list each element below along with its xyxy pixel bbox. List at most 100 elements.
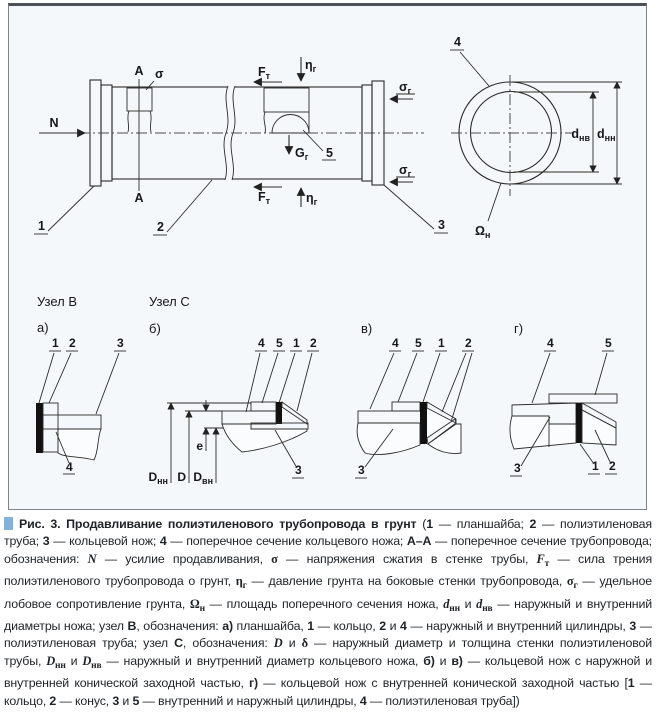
- stress-curve-left1: [127, 110, 130, 133]
- detail-a-title: а): [37, 320, 49, 335]
- detail-a-leader-3: [95, 352, 120, 415]
- leader-label-3: 3: [438, 218, 445, 232]
- detail-b-ring: [276, 402, 282, 424]
- label-sigma-g-top: σг: [399, 80, 412, 96]
- detail-b-leader-3: [274, 429, 298, 469]
- detail-b-leader-1: [278, 352, 296, 404]
- detail-v-leader-1: [422, 352, 441, 403]
- figure-caption-text: Рис. 3. Продавливание полиэтиленового тр…: [4, 517, 653, 708]
- label-force-n: N: [49, 116, 58, 130]
- detail-v-label-1: 1: [438, 336, 445, 350]
- leader-label-2: 2: [157, 220, 164, 234]
- detail-g-leader-5: [594, 352, 608, 396]
- detail-b-cone: [281, 401, 308, 425]
- detail-b-label-3: 3: [295, 463, 302, 477]
- label-sigma: σ: [155, 67, 164, 81]
- detail-b-leader-2: [296, 352, 313, 412]
- detail-a-leader-2: [48, 352, 72, 404]
- technical-diagram: N A A σ Fт Fт ηг ηг: [34, 35, 622, 486]
- detail-b-label-d: D: [177, 470, 186, 484]
- label-d-outer: dнн: [597, 127, 616, 143]
- detail-a-cylinder: [42, 402, 59, 453]
- detail-v-leader-3: [364, 428, 394, 468]
- detail-g-outer-cylinder: [548, 393, 618, 404]
- detail-g-label-4: 4: [547, 336, 554, 350]
- detail-v-outer-cylinder: [391, 401, 421, 412]
- detail-g-title: г): [514, 321, 523, 336]
- detail-b-pipe-body: [221, 423, 308, 453]
- caption-marker: [4, 517, 13, 530]
- label-section-a-bottom: A: [134, 191, 143, 205]
- omega-leader: [487, 182, 502, 222]
- soil-half-disc: [271, 114, 310, 134]
- leader-3-line: [383, 184, 435, 230]
- detail-g-pipe-body: [509, 415, 577, 450]
- detail-b-label-e: e: [196, 439, 203, 453]
- detail-a-pipe-body: [57, 428, 102, 461]
- detail-v-leader-2a: [441, 352, 467, 413]
- detail-a-leader-4: [55, 431, 70, 464]
- label-eta-bottom: ηг: [306, 191, 318, 207]
- detail-b: 4 5 1 2 e: [148, 336, 319, 486]
- sigma-leader: [145, 80, 155, 91]
- detail-a: 1 2 3 4: [36, 336, 126, 475]
- detail-a-leader-1: [38, 352, 55, 404]
- detail-v-title: в): [361, 321, 372, 336]
- detail-b-leader-5: [261, 352, 279, 404]
- knife-ring-inner: [469, 90, 553, 174]
- detail-v-cone-lower: [426, 418, 457, 445]
- detail-g-label-5: 5: [605, 336, 612, 350]
- detail-b-title: б): [149, 321, 161, 336]
- detail-b-label-dnn: Dнн: [148, 470, 168, 486]
- detail-g-leader-3: [520, 416, 551, 467]
- detail-v-leader-2b: [450, 352, 473, 423]
- stress-curve-left2: [149, 110, 152, 133]
- detail-b-label-1: 1: [293, 336, 300, 350]
- detail-v-label-4: 4: [392, 336, 399, 350]
- detail-g-leader-4: [531, 352, 551, 404]
- detail-a-label-1: 1: [52, 336, 59, 350]
- leader-label-4: 4: [454, 35, 461, 49]
- detail-v-label-2: 2: [465, 336, 472, 350]
- detail-g-leader-1: [579, 443, 595, 465]
- label-4-leader: [459, 51, 490, 87]
- detail-v-leader-5: [397, 352, 418, 403]
- node-b-title: Узел B: [37, 294, 77, 309]
- detail-v-label-5: 5: [415, 336, 422, 350]
- detail-g-label-2: 2: [609, 459, 616, 473]
- label-ft-bottom: Fт: [258, 190, 271, 206]
- leader-label-5: 5: [326, 146, 333, 160]
- knife-cross-section: 4 dнв dнн Ωн: [450, 35, 622, 240]
- detail-g-leader-2: [594, 429, 612, 465]
- stress-hatch-right: [263, 87, 310, 113]
- label-d-inner: dнв: [571, 127, 590, 143]
- detail-g-cone: [581, 402, 617, 429]
- detail-v: 4 5 1 2: [355, 336, 474, 479]
- detail-v-pipe-body: [356, 422, 421, 456]
- label-sigma-g-bottom: σг: [399, 163, 412, 179]
- label-g-soil: Gг: [295, 146, 309, 162]
- label-section-a-top: A: [134, 64, 143, 78]
- detail-g-label-3: 3: [514, 461, 521, 475]
- detail-v-label-3: 3: [358, 463, 365, 477]
- leader-1-line: [47, 185, 95, 232]
- leader-label-1: 1: [38, 219, 45, 233]
- detail-g-ring: [576, 403, 582, 443]
- label-5-leader: [302, 129, 324, 152]
- detail-b-label-4: 4: [258, 336, 265, 350]
- main-assembly-view: N A A σ Fт Fт ηг ηг: [34, 57, 448, 236]
- label-eta-top: ηг: [305, 58, 317, 74]
- detail-a-ring: [36, 403, 43, 453]
- leader-2-line: [166, 179, 213, 233]
- detail-b-label-5: 5: [276, 336, 283, 350]
- detail-b-leader-4: [245, 352, 261, 413]
- detail-a-label-2: 2: [69, 336, 76, 350]
- detail-g-right-body: [581, 409, 617, 446]
- detail-v-right-body: [427, 423, 462, 454]
- label-omega: Ωн: [475, 224, 490, 240]
- detail-b-label-dvn: Dвн: [193, 470, 213, 486]
- stress-curve-right: [263, 111, 266, 134]
- figure-panel: N A A σ Fт Fт ηг ηг: [8, 3, 647, 510]
- detail-v-cone-hollow: [427, 407, 453, 439]
